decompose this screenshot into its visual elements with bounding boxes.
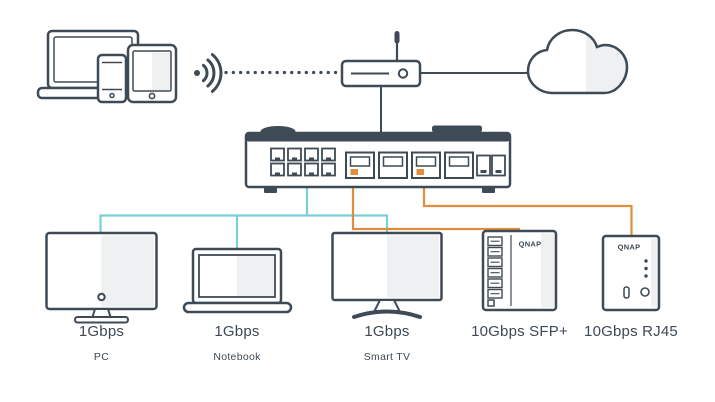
tablet-icon xyxy=(126,43,178,104)
usb-port xyxy=(623,286,630,299)
cloud-icon xyxy=(526,28,629,95)
tengig-ports xyxy=(345,151,506,179)
notebook-speed-label: 1Gbps xyxy=(214,323,260,340)
wifi-signal-icon xyxy=(194,53,223,93)
smart-tv-icon xyxy=(331,231,443,319)
switch-foot xyxy=(264,187,277,193)
switch-top-bar xyxy=(432,125,482,133)
notebook-name-label: Notebook xyxy=(213,351,261,363)
notebook-icon xyxy=(182,247,293,314)
status-leds xyxy=(644,259,648,278)
smart-tv-speed-label: 1Gbps xyxy=(364,323,410,340)
sfp-port-tab xyxy=(350,169,358,175)
sfp-port-tab xyxy=(416,169,424,175)
nas-rj45-speed-label: 10Gbps RJ45 xyxy=(584,323,678,340)
switch-knob xyxy=(260,126,296,137)
smart-tv-name-label: Smart TV xyxy=(363,351,411,363)
pc-name-label: PC xyxy=(93,351,110,363)
nas-sfp-speed-label: 10Gbps SFP+ xyxy=(471,323,568,340)
qnap-logo: QNAP xyxy=(519,240,542,249)
drive-bay-slots xyxy=(490,240,500,295)
lan-links-1g xyxy=(99,187,389,251)
smartphone-icon xyxy=(96,53,128,104)
switch-icon xyxy=(244,125,512,193)
client-devices-group xyxy=(36,29,178,104)
power-button xyxy=(487,299,495,307)
nas-tower-icon: QNAP xyxy=(481,229,558,312)
router-icon xyxy=(340,31,422,88)
nas-compact-icon: QNAP xyxy=(601,234,661,312)
monitor-icon xyxy=(45,231,158,324)
switch-foot xyxy=(482,187,495,193)
gigabit-port-notches xyxy=(275,157,331,176)
power-button xyxy=(640,287,650,297)
qnap-logo: QNAP xyxy=(618,243,641,252)
pc-speed-label: 1Gbps xyxy=(78,323,125,340)
